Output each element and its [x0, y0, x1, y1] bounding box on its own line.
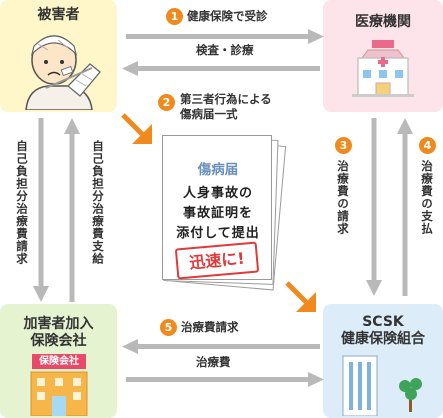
step-2-label-line1: 第三者行為による: [180, 92, 272, 106]
scsk-title-line2: 健康保険組合: [341, 331, 425, 347]
victim-title: 被害者: [37, 7, 80, 23]
step-1-badge: 1: [166, 8, 183, 25]
arrow-down-right: [366, 118, 382, 296]
step-3-badge: 3: [335, 137, 352, 154]
scsk-box: SCSK 健康保険組合: [323, 304, 443, 418]
victim-box: 被害者: [0, 0, 117, 112]
step-2-badge: 2: [158, 94, 175, 111]
orange-arrow-to-scsk: [285, 281, 316, 312]
document-title: 傷病届: [197, 162, 239, 178]
office-building-icon: [30, 371, 88, 416]
hospital-box: 医療機関: [323, 0, 443, 112]
office-tower-icon: [342, 355, 378, 416]
step-5-label: 治療費請求: [181, 320, 239, 334]
injury-report-document: 傷病届 人身事故の 事故証明を 添付して提出 迅速に!: [162, 135, 287, 291]
orange-arrow-into-document: [121, 113, 152, 144]
hospital-title: 医療機関: [355, 14, 411, 30]
arrow-left-top: [122, 61, 320, 76]
injured-person-icon: [25, 35, 101, 110]
tree-icon: [399, 378, 422, 412]
document-line-3: 添付して提出: [176, 226, 260, 241]
document-line-1: 人身事故の: [182, 186, 253, 201]
insurer-title: 加害者加入 保険会社: [23, 316, 94, 349]
arrow-left-bottom: [122, 339, 320, 354]
hospital-building-icon: [352, 40, 414, 97]
arrow-up-right: [397, 118, 413, 296]
self-claim-label: 自己負担分治療費請求: [15, 140, 29, 265]
insurer-box: 加害者加入 保険会社 保険会社: [0, 304, 117, 418]
self-pay-label: 自己負担分治療費支給: [91, 140, 105, 265]
step-4-label: 治療費の支払: [420, 160, 434, 235]
insurer-sign: 保険会社: [32, 354, 86, 369]
arrow-down-left: [33, 118, 49, 302]
document-line-2: 事故証明を: [182, 206, 253, 221]
step-4-badge: 4: [419, 137, 436, 154]
arrow-right-top: [126, 29, 324, 44]
exam-label: 検査・診療: [196, 43, 254, 57]
step-2-label-line2: 傷病届一式: [180, 107, 238, 121]
scsk-title-line1: SCSK: [362, 314, 404, 330]
arrow-right-bottom: [126, 372, 324, 387]
arrow-up-left: [64, 118, 80, 302]
step-5-badge: 5: [160, 319, 177, 336]
step-1-label: 健康保険で受診: [187, 9, 268, 23]
step-3-label: 治療費の請求: [336, 160, 350, 235]
fee-label: 治療費: [196, 355, 231, 369]
